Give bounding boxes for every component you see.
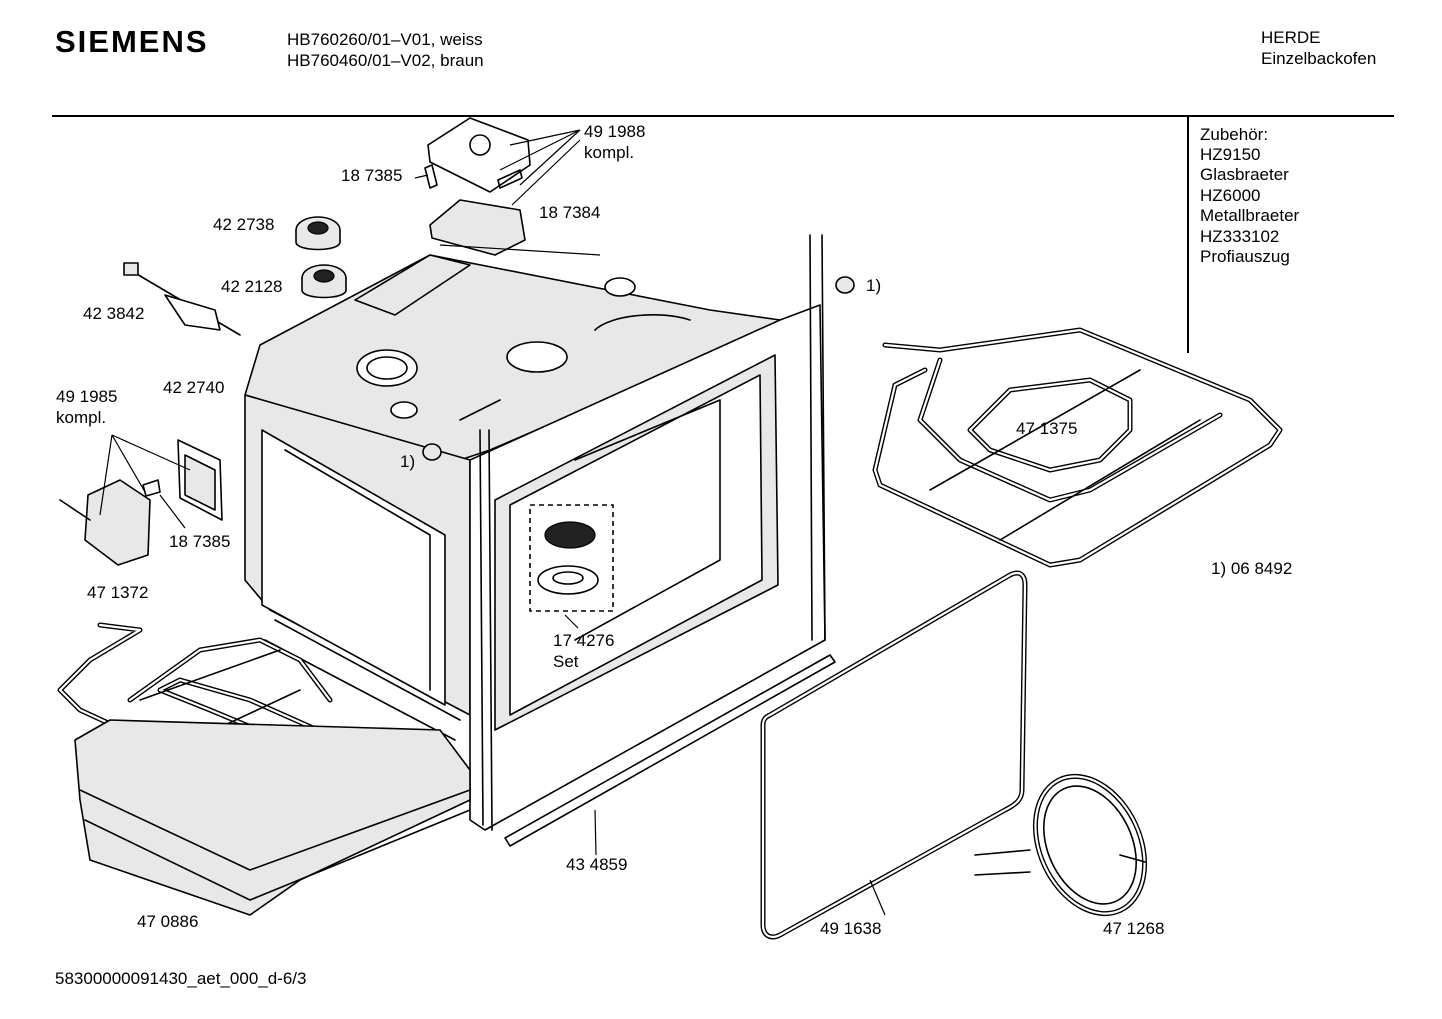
door-rail bbox=[504, 654, 836, 847]
part-number-label: 42 3842 bbox=[83, 304, 145, 323]
part-number-label: 18 7385 bbox=[169, 532, 231, 551]
part-number-label: 18 7385 bbox=[341, 166, 403, 185]
subcategory-label: Einzelbackofen bbox=[1261, 49, 1377, 68]
seal-plate bbox=[429, 199, 526, 256]
model-line-2: HB760460/01–V02, braun bbox=[287, 51, 484, 70]
part-number-label: 47 1372 bbox=[87, 583, 149, 602]
top-heating-element bbox=[872, 327, 1283, 568]
brand-logo: SIEMENS bbox=[55, 24, 209, 59]
accessory-name: Profiauszug bbox=[1200, 247, 1290, 266]
footnote-marker: 1) bbox=[866, 276, 882, 295]
part-number-label: 49 1638 bbox=[820, 919, 882, 938]
footnote-definition: 1) 06 8492 bbox=[1211, 559, 1293, 578]
accessories-title: Zubehör: bbox=[1200, 125, 1269, 144]
accessory-name: Metallbraeter bbox=[1200, 206, 1300, 225]
model-line-1: HB760260/01–V01, weiss bbox=[287, 30, 483, 49]
switch-assembly bbox=[84, 479, 151, 566]
part-note-label: kompl. bbox=[584, 143, 635, 162]
lamp-bulb-mid bbox=[422, 443, 442, 461]
header-divider bbox=[52, 115, 1394, 117]
part-number-label: 42 2740 bbox=[163, 378, 225, 397]
accessories-divider bbox=[1187, 117, 1189, 353]
part-number-label: 47 1268 bbox=[1103, 919, 1165, 938]
accessory-name: Glasbraeter bbox=[1200, 165, 1289, 184]
part-number-label: 47 1375 bbox=[1016, 419, 1078, 438]
insulation-mat bbox=[74, 719, 471, 916]
part-note-label: kompl. bbox=[56, 408, 107, 427]
lamp-bulb-top bbox=[835, 276, 855, 294]
part-number-label: 49 1985 bbox=[56, 387, 118, 406]
accessory-code: HZ333102 bbox=[1200, 227, 1280, 246]
part-number-label: 49 1988 bbox=[584, 122, 646, 141]
accessory-code: HZ6000 bbox=[1200, 186, 1261, 205]
category-label: HERDE bbox=[1261, 28, 1321, 47]
footnote-marker: 1) bbox=[400, 452, 416, 471]
part-number-label: 43 4859 bbox=[566, 855, 628, 874]
part-number-label: 17 4276 bbox=[553, 631, 615, 650]
part-number-label: 42 2128 bbox=[221, 277, 283, 296]
part-number-label: 18 7384 bbox=[539, 203, 601, 222]
document-id: 58300000091430_aet_000_d-6/3 bbox=[55, 969, 307, 988]
part-number-label: 47 0886 bbox=[137, 912, 199, 931]
fan-set-box bbox=[529, 504, 614, 612]
part-note-label: Set bbox=[553, 652, 579, 671]
accessory-code: HZ9150 bbox=[1200, 145, 1261, 164]
part-number-label: 42 2738 bbox=[213, 215, 275, 234]
